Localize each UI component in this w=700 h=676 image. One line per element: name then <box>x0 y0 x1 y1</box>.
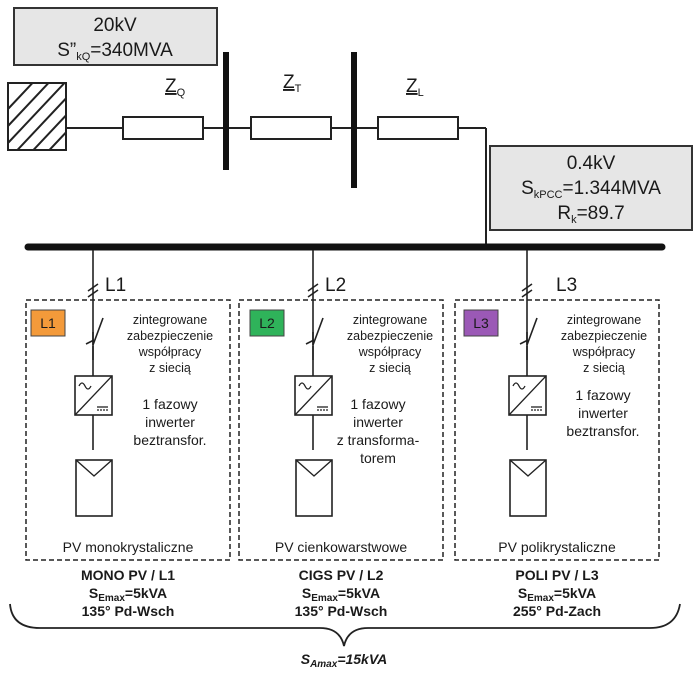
feeder-l3-pv-panel-icon <box>509 459 547 517</box>
feeder-l3-protection-line4: z siecią <box>583 361 625 375</box>
label-zl: ZL <box>406 76 424 99</box>
feeder-l3-inverter-line3: beztransfor. <box>566 423 639 439</box>
feeder-l2: L2 L2 zintegrowane zabezpieczenie współp… <box>238 250 444 561</box>
feeder-l2-pv-type: PV cienkowarstwowe <box>275 539 407 555</box>
feeder-l3-label: L3 <box>556 275 577 296</box>
feeder-l2-protection-line2: zabezpieczenie <box>347 329 433 343</box>
feeder-l3-switch-icon <box>526 317 538 346</box>
feeder-l1-protection-line4: z siecią <box>149 361 191 375</box>
pcc-voltage: 0.4kV <box>567 153 616 174</box>
feeder-l3-inverter-line2: inwerter <box>578 405 628 421</box>
feeder-l1: L1 L1 zintegrowane zabezpieczenie współp… <box>25 250 231 561</box>
feeder-l3-inverter-line1: 1 fazowy <box>575 387 630 403</box>
feeder-l3-protection-line2: zabezpieczenie <box>561 329 647 343</box>
feeder-l3-pv-type: PV polikrystaliczne <box>498 539 616 555</box>
feeder-l2-pv-panel-icon <box>295 459 333 517</box>
feeder-l1-protection-line1: zintegrowane <box>133 313 207 327</box>
feeder-l2-protection-line1: zintegrowane <box>353 313 427 327</box>
feeder-l1-inverter-line3: beztransfor. <box>133 432 206 448</box>
caption-l2: CIGS PV / L2 SEmax=5kVA 135° Pd-Wsch <box>295 567 388 619</box>
feeder-l1-badge-text: L1 <box>40 315 56 331</box>
feeder-l1-switch-icon <box>92 317 104 346</box>
feeder-l1-pv-panel-icon <box>75 459 113 517</box>
feeder-l2-inverter-icon <box>294 375 333 416</box>
feeder-l2-protection-line3: współpracy <box>358 345 422 359</box>
pcc-rk: Rk=89.7 <box>557 203 624 226</box>
caption-l3-orientation: 255° Pd-Zach <box>513 603 601 619</box>
caption-l1-title: MONO PV / L1 <box>81 567 175 583</box>
feeder-l2-badge <box>249 309 285 337</box>
feeder-l3-badge-text: L3 <box>473 315 489 331</box>
pcc-info-box <box>489 145 693 231</box>
label-zt: ZT <box>283 72 302 95</box>
feeder-l2-badge-text: L2 <box>259 315 275 331</box>
pcc-short-circuit-power: SkPCC=1.344MVA <box>521 178 661 201</box>
feeder-l1-badge <box>30 309 66 337</box>
feeder-l1-protection-line3: współpracy <box>138 345 202 359</box>
caption-l1-orientation: 135° Pd-Wsch <box>82 603 175 619</box>
caption-l3-title: POLI PV / L3 <box>515 567 598 583</box>
feeder-l2-inverter-line1: 1 fazowy <box>350 396 405 412</box>
feeder-l3-protection-line3: współpracy <box>572 345 636 359</box>
feeder-l2-inverter-line2: inwerter <box>353 414 403 430</box>
feeder-l1-inverter-line2: inwerter <box>145 414 195 430</box>
feeder-l2-switch-icon <box>312 317 324 346</box>
label-zq: ZQ <box>165 76 186 99</box>
source-voltage: 20kV <box>93 15 137 36</box>
feeder-l3: L3 L3 zintegrowane zabezpieczenie współp… <box>454 250 660 561</box>
total-power: SAmax=15kVA <box>301 651 388 670</box>
feeder-l3-badge <box>463 309 499 337</box>
feeder-l2-inverter-line4: torem <box>360 450 396 466</box>
caption-l2-power: SEmax=5kVA <box>302 585 380 604</box>
caption-l1: MONO PV / L1 SEmax=5kVA 135° Pd-Wsch <box>81 567 175 619</box>
feeder-l1-label: L1 <box>105 275 126 296</box>
feeder-l2-label: L2 <box>325 275 346 296</box>
caption-l2-orientation: 135° Pd-Wsch <box>295 603 388 619</box>
caption-l2-title: CIGS PV / L2 <box>299 567 384 583</box>
feeder-l1-protection-line2: zabezpieczenie <box>127 329 213 343</box>
source-short-circuit-power: S”kQ=340MVA <box>57 40 173 63</box>
source-info-box <box>13 7 218 66</box>
total-brace <box>9 603 681 647</box>
feeder-l2-protection-line4: z siecią <box>369 361 411 375</box>
caption-l3: POLI PV / L3 SEmax=5kVA 255° Pd-Zach <box>513 567 601 619</box>
feeder-l1-inverter-icon <box>74 375 113 416</box>
impedance-zt <box>250 116 332 140</box>
feeder-l2-inverter-line3: z transforma- <box>337 432 420 448</box>
feeder-l1-pv-type: PV monokrystaliczne <box>63 539 194 555</box>
feeder-l3-protection-line1: zintegrowane <box>567 313 641 327</box>
feeder-l1-inverter-line1: 1 fazowy <box>142 396 197 412</box>
caption-l3-power: SEmax=5kVA <box>518 585 596 604</box>
feeder-l3-inverter-icon <box>508 375 547 416</box>
caption-l1-power: SEmax=5kVA <box>89 585 167 604</box>
impedance-zq <box>122 116 204 140</box>
impedance-zl <box>377 116 459 140</box>
grid-source-icon <box>7 82 67 151</box>
